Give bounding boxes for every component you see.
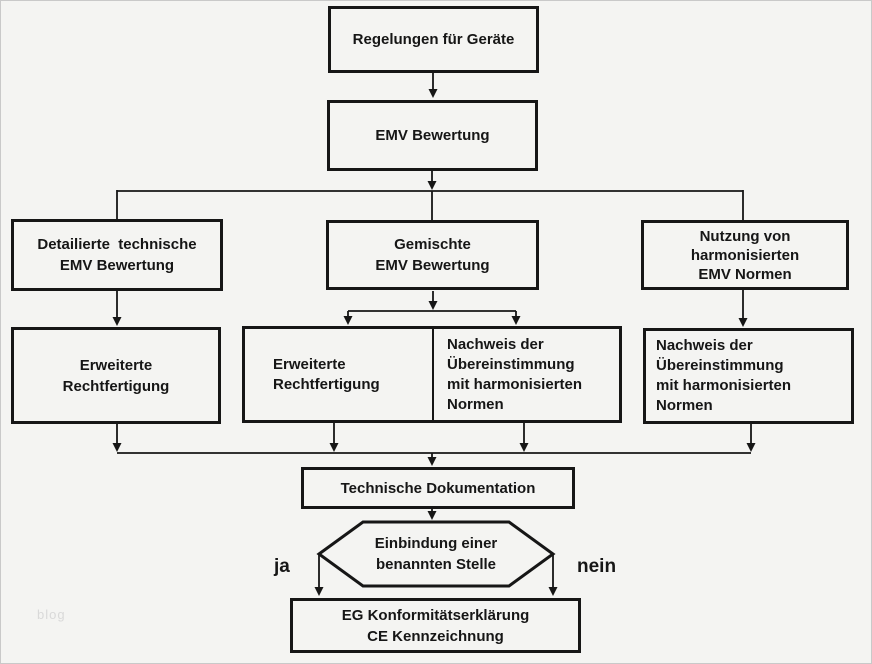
cell-erweiterte-rechtfertigung: Erweiterte Rechtfertigung bbox=[245, 329, 434, 420]
node-technische-dokumentation: Technische Dokumentation bbox=[301, 467, 575, 509]
node-kombiniert-erweiterte-nachweis: Erweiterte Rechtfertigung Nachweis der Ü… bbox=[242, 326, 622, 423]
branch-label-nein: nein bbox=[577, 556, 617, 577]
node-nutzung-von-harmonisierten-emv-normen: Nutzung von harmonisierten EMV Normen bbox=[641, 220, 849, 290]
node-label: Regelungen für Geräte bbox=[352, 31, 515, 48]
node-erweiterte-rechtfertigung-links: Erweiterte Rechtfertigung bbox=[11, 327, 221, 424]
node-einbindung-benannte-stelle: Einbindung einer benannten Stelle bbox=[374, 535, 498, 573]
node-nachweis-uebereinstimmung-rechts: Nachweis der Übereinstimmung mit harmoni… bbox=[643, 328, 854, 424]
node-gemischte-emv-bewertung: Gemischte EMV Bewertung bbox=[326, 220, 539, 290]
node-label: EMV Bewertung bbox=[375, 127, 490, 144]
cell-nachweis-uebereinstimmung: Nachweis der Übereinstimmung mit harmoni… bbox=[447, 335, 583, 413]
node-eg-konformitaetserklaerung-ce: EG Konformitätserklärung CE Kennzeichnun… bbox=[290, 598, 581, 653]
watermark-blog: blog bbox=[37, 607, 66, 622]
node-detailierte-technische-emv-bewertung: Detailierte technische EMV Bewertung bbox=[11, 219, 223, 291]
node-emv-bewertung: EMV Bewertung bbox=[327, 100, 538, 171]
branch-label-ja: ja bbox=[274, 556, 290, 577]
node-regelungen-fuer-geraete: Regelungen für Geräte bbox=[328, 6, 539, 73]
